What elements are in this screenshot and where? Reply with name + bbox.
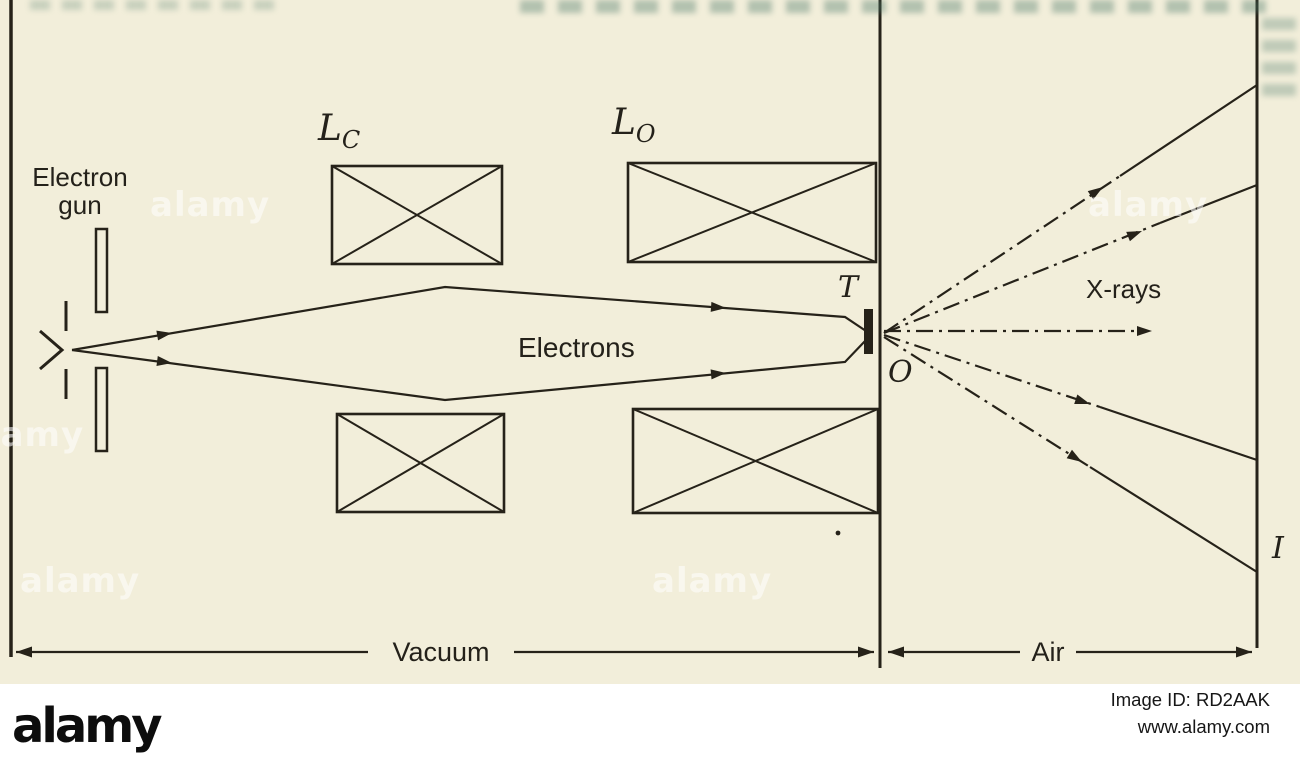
objective-coil-top xyxy=(626,161,878,264)
watermark-text: alamy xyxy=(20,561,140,601)
xray-ray-dashdot xyxy=(883,336,1091,468)
watermark-text: alamy xyxy=(1088,185,1208,225)
xray-ray-solid xyxy=(1099,405,1258,462)
xray-rays xyxy=(883,84,1258,573)
objective-lens-letter: L xyxy=(611,102,636,143)
xray-arrowhead xyxy=(1137,326,1152,336)
image-point-label: I xyxy=(1271,531,1285,566)
condenser-lens-label: LC xyxy=(317,108,360,154)
dimension-arrowhead xyxy=(888,646,904,658)
coil-box xyxy=(335,412,506,514)
xray-arrowhead xyxy=(1087,187,1103,200)
electron-beam xyxy=(71,285,867,402)
air-label: Air xyxy=(1032,637,1065,667)
coil-box xyxy=(631,407,880,515)
target-label: T xyxy=(838,270,860,305)
watermark-text: alamy xyxy=(0,415,84,455)
beam-arrowhead xyxy=(710,369,726,380)
beam-arrowhead xyxy=(156,356,172,366)
beam-lower-path xyxy=(71,339,867,402)
xray-arrowhead xyxy=(1066,449,1082,462)
coil-box xyxy=(626,161,878,264)
xray-ray-dashdot xyxy=(883,221,1161,335)
image-id-text: Image ID: RD2AAK xyxy=(1111,689,1271,710)
beam-arrowhead xyxy=(156,330,172,341)
ink-speck xyxy=(835,530,841,536)
condenser-lens-letter: L xyxy=(317,108,342,149)
electron-gun-label-line1: Electron xyxy=(32,162,127,192)
alamy-logo: alamy xyxy=(12,698,162,754)
website-text: www.alamy.com xyxy=(1137,716,1270,737)
watermark-text: alamy xyxy=(150,185,270,225)
xray-ray-solid xyxy=(1089,466,1258,573)
electrons-label: Electrons xyxy=(518,332,635,363)
boundary-lines xyxy=(9,0,1259,668)
footer-strip xyxy=(0,684,1300,760)
objective-lens-subscript: O xyxy=(636,120,656,148)
anode-plate-lower xyxy=(94,366,109,453)
coil-box xyxy=(330,164,504,266)
air-dimension: Air xyxy=(888,637,1252,667)
electron-gun-symbol xyxy=(39,227,109,453)
coil-diagonal xyxy=(627,162,877,263)
coil-diagonal xyxy=(331,165,503,265)
scanned-page-background xyxy=(0,0,1300,684)
beam-upper-path xyxy=(71,285,867,352)
xray-ray-solid xyxy=(1119,84,1258,177)
coil-diagonal xyxy=(632,408,879,514)
vacuum-dimension: Vacuum xyxy=(16,637,874,667)
vacuum-label: Vacuum xyxy=(392,637,489,667)
cathode-chevron xyxy=(39,329,65,371)
target-bar xyxy=(864,309,873,354)
condenser-coil-top xyxy=(330,164,504,266)
xrays-label: X-rays xyxy=(1086,274,1161,304)
xray-arrowhead xyxy=(1074,394,1090,404)
condenser-coil-bottom xyxy=(335,412,506,514)
dimension-arrowhead xyxy=(1236,646,1252,658)
xray-ray-dashdot xyxy=(883,333,1101,409)
xray-arrowhead xyxy=(1126,231,1142,242)
beam-arrowhead xyxy=(710,301,726,312)
objective-lens-label: LO xyxy=(611,102,656,148)
electron-gun-label-line2: gun xyxy=(58,190,101,220)
dimension-arrowhead xyxy=(858,646,874,658)
condenser-lens-subscript: C xyxy=(342,126,360,154)
xray-ray-solid xyxy=(1159,183,1258,225)
coil-diagonal xyxy=(336,413,505,513)
anode-plate-upper xyxy=(94,227,109,314)
dimension-arrowhead xyxy=(16,646,32,658)
objective-coil-bottom xyxy=(631,407,880,515)
watermark-text: alamy xyxy=(652,561,772,601)
xray-ray-dashdot xyxy=(883,175,1121,334)
origin-label: O xyxy=(888,355,913,390)
watermarks: alamy alamy alamy alamy alamy xyxy=(0,185,1208,601)
